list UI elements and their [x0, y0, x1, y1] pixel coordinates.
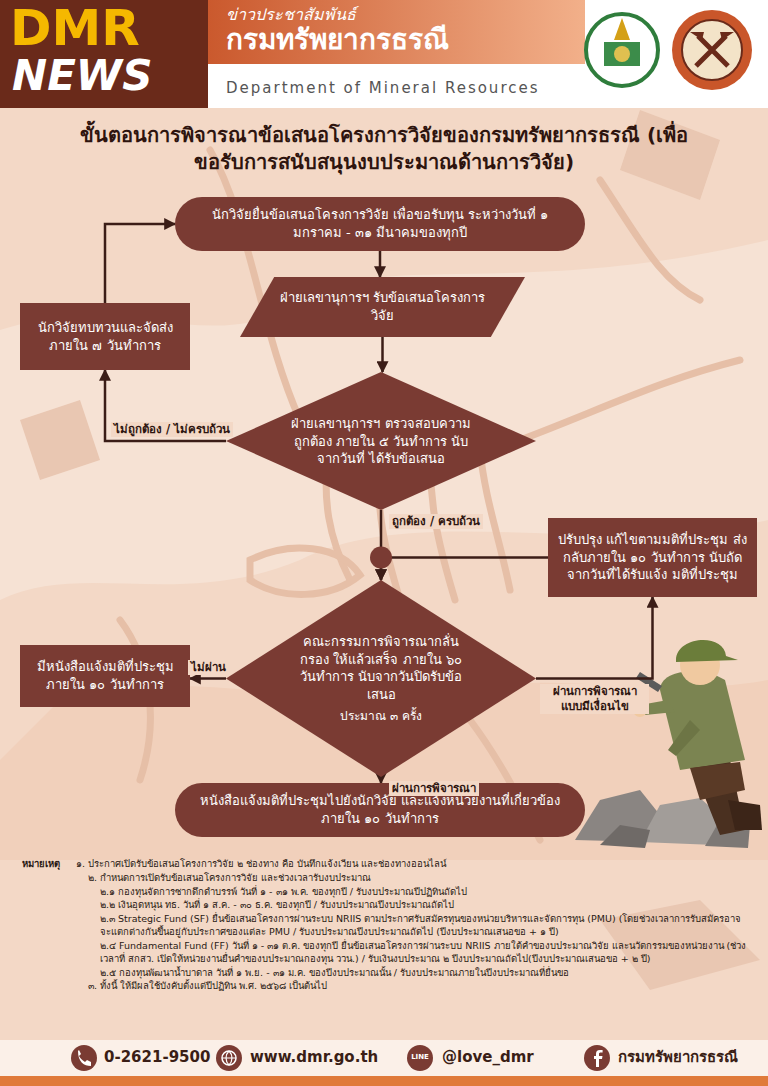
terminal-box: นักวิจัยยื่นข้อเสนอโครงการวิจัย เพื่อขอร… [175, 197, 585, 251]
footer-text: 0-2621-9500 [104, 1049, 210, 1066]
ground-patch [0, 240, 768, 600]
process-box: มีหนังสือแจ้งมติที่ประชุม ภายใน ๑๐ วันทำ… [20, 645, 190, 707]
logo-block [0, 0, 208, 108]
node-label: นักวิจัยยื่นข้อเสนอโครงการวิจัย เพื่อขอร… [195, 206, 565, 241]
flow-arrow [379, 251, 382, 277]
header-text: กรมทรัพยากรธรณี [226, 24, 449, 56]
node-label: มีหนังสือแจ้งมติที่ประชุม ภายใน ๑๐ วันทำ… [30, 658, 180, 693]
note-text: ๓. ทั้งนี้ ให้มีผลใช้บังคับตั้งแต่ปีปฏิท… [88, 980, 750, 993]
footer-text: www.dmr.go.th [250, 1049, 378, 1066]
node-text-group: มีหนังสือแจ้งมติที่ประชุม ภายใน ๑๐ วันทำ… [30, 658, 180, 693]
dinosaur-skeleton [120, 150, 740, 840]
edge-label: ถูกต้อง / ครบถ้วน [389, 514, 483, 529]
flow-arrow [190, 677, 226, 680]
note-text: ๒.๒ เงินอุดหนุน ทธ. วันที่ ๑ ส.ค. - ๓๐ ธ… [100, 899, 750, 912]
edge-label: ผ่านการพิจารณา [389, 781, 479, 796]
header-band [195, 0, 585, 64]
note-text: ๒.๓ Strategic Fund (SF) ยื่นข้อเสนอโครงก… [100, 913, 750, 939]
node-label: คณะกรรมการพิจารณากลั่นกรอง ให้แล้วเสร็จ … [291, 633, 471, 703]
footer-bar [0, 1040, 768, 1076]
input-parallelogram-outline [240, 277, 525, 337]
node-text-group: นักวิจัยทบทวนและจัดส่ง ภายใน ๗ วันทำการ [30, 319, 180, 354]
flow-arrow [381, 558, 548, 581]
diagram-title: ขั้นตอนการพิจารณาข้อเสนอโครงการวิจัยของก… [60, 122, 708, 176]
node-label: ฝ่ายเลขานุการฯ ตรวจสอบความถูกต้อง ภายใน … [291, 415, 471, 468]
junction-dot [370, 547, 392, 569]
footer-text: LINE [408, 1053, 432, 1061]
decision-diamond: คณะกรรมการพิจารณากลั่นกรอง ให้แล้วเสร็จ … [226, 580, 536, 777]
node-sublabel: ประมาณ ๓ ครั้ง [291, 708, 471, 724]
node-text-group: หนังสือแจ้งมติที่ประชุมไปยังนักวิจัย และ… [195, 792, 565, 827]
ground [0, 108, 768, 1040]
header-text: ข่าวประชาสัมพันธ์ [226, 6, 356, 24]
flow-arrow [536, 597, 653, 679]
edge-label: ผ่านการพิจารณา แบบมีเงื่อนไข [540, 684, 649, 714]
node-text-group: คณะกรรมการพิจารณากลั่นกรอง ให้แล้วเสร็จ … [291, 633, 471, 724]
node-text-group: ฝ่ายเลขานุการฯ รับข้อเสนอโครงการวิจัย [274, 289, 491, 324]
process-box: ปรับปรุง แก้ไขตามมติที่ประชุม ส่งกลับภาย… [548, 518, 757, 597]
decision-diamond: ฝ่ายเลขานุการฯ ตรวจสอบความถูกต้อง ภายใน … [226, 372, 536, 510]
footer-text: กรมทรัพยากรธรณี [618, 1049, 738, 1066]
node-label: นักวิจัยทบทวนและจัดส่ง ภายใน ๗ วันทำการ [30, 319, 180, 354]
header-text: NEWS [12, 52, 152, 100]
shape-fill [240, 277, 525, 337]
note-text: ๒.๑ กองทุนจัดการซากดึกดำบรรพ์ วันที่ ๑ -… [100, 886, 750, 899]
edge-label: ไม่ถูกต้อง / ไม่ครบถ้วน [111, 422, 233, 437]
footer-text: @love_dmr [442, 1049, 534, 1066]
note-text: ๒.๕ กองทุนพัฒนาน้ำบาดาล วันที่ ๑ พ.ย. - … [100, 967, 750, 980]
header-text: DMR [10, 0, 140, 58]
node-label: ปรับปรุง แก้ไขตามมติที่ประชุม ส่งกลับภาย… [556, 531, 749, 584]
footer-stripe [0, 1076, 768, 1086]
flow-arrow [381, 337, 384, 372]
node-text-group: ฝ่ายเลขานุการฯ ตรวจสอบความถูกต้อง ภายใน … [291, 415, 471, 468]
node-label: หนังสือแจ้งมติที่ประชุมไปยังนักวิจัย และ… [195, 792, 565, 827]
rock-shapes [20, 110, 760, 990]
edge-label: ไม่ผ่าน [188, 660, 229, 675]
flow-arrow [105, 224, 175, 303]
shape-fill [226, 580, 536, 777]
header-ground [0, 0, 768, 108]
terminal-box: หนังสือแจ้งมติที่ประชุมไปยังนักวิจัย และ… [175, 783, 585, 837]
note-text: หมายเหตุ [22, 858, 60, 871]
input-parallelogram: ฝ่ายเลขานุการฯ รับข้อเสนอโครงการวิจัย [240, 277, 525, 337]
shape-fill [226, 372, 536, 510]
node-text-group: นักวิจัยยื่นข้อเสนอโครงการวิจัย เพื่อขอร… [195, 206, 565, 241]
dept-seal [672, 10, 752, 90]
note-text: ๒. กำหนดการเปิดรับข้อเสนอโครงการวิจัย แล… [88, 872, 750, 885]
emblem [586, 14, 658, 86]
header-text: Department of Mineral Resources [226, 80, 540, 97]
note-text: ๑. ประกาศเปิดรับข้อเสนอโครงการวิจัย ๒ ช่… [76, 858, 750, 871]
node-text-group: ปรับปรุง แก้ไขตามมติที่ประชุม ส่งกลับภาย… [556, 531, 749, 584]
geologist-illustration [575, 640, 762, 848]
process-box: นักวิจัยทบทวนและจัดส่ง ภายใน ๗ วันทำการ [20, 303, 190, 370]
footer-icons [71, 1045, 610, 1071]
node-label: ฝ่ายเลขานุการฯ รับข้อเสนอโครงการวิจัย [274, 289, 491, 324]
note-text: ๒.๔ Fundamental Fund (FF) วันที่ ๑ - ๓๑ … [100, 940, 750, 966]
